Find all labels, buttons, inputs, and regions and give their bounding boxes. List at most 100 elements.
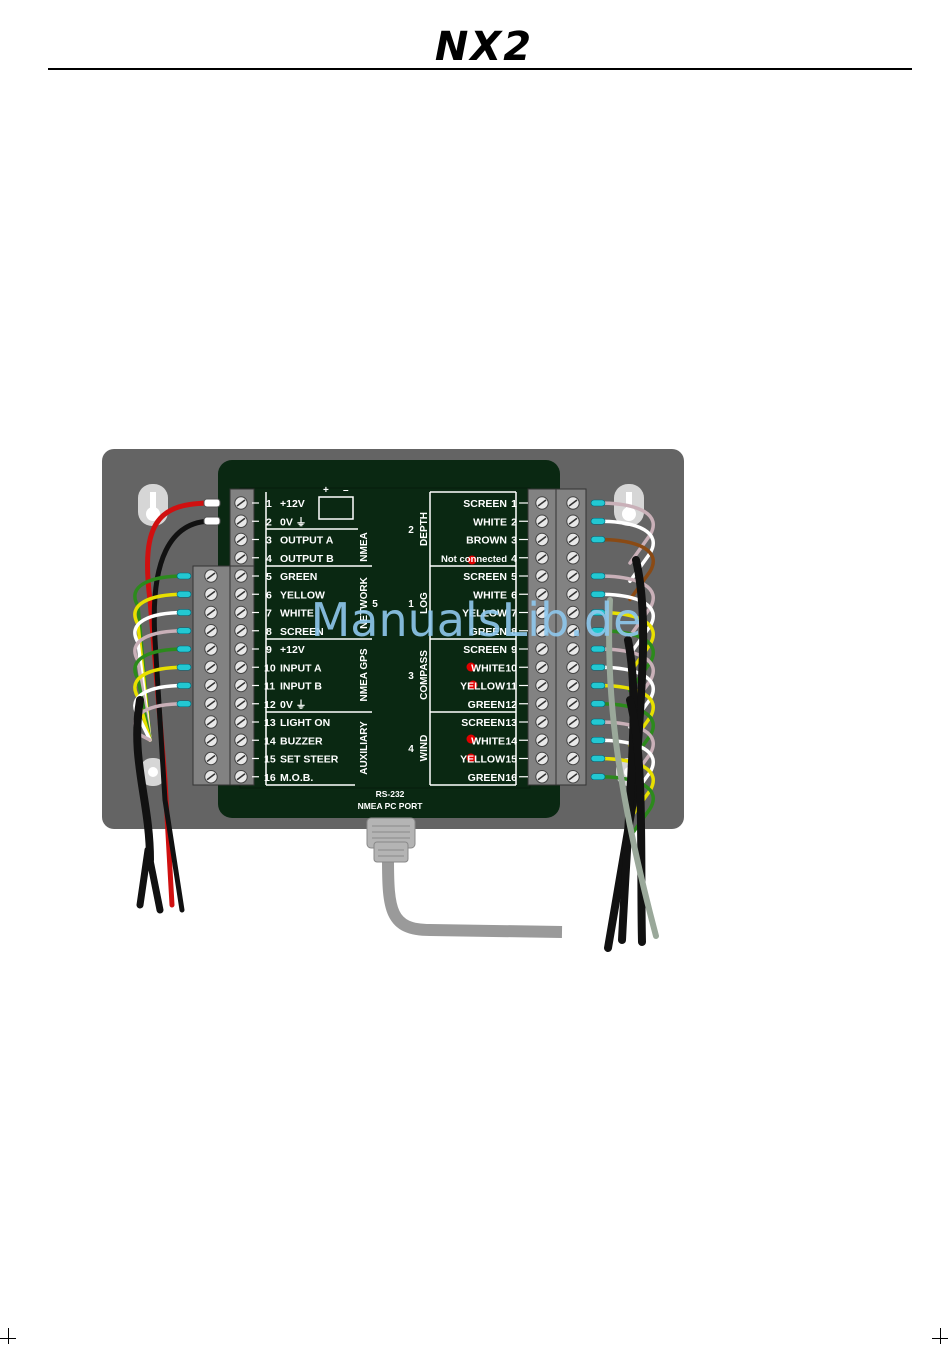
watermark: ManualsLib.de — [311, 593, 642, 647]
terminal-number: 7 — [266, 608, 272, 620]
left-terminal-3: 3 OUTPUT A — [252, 535, 334, 547]
wire-tip — [176, 700, 192, 708]
left-group-label: NMEA — [359, 532, 370, 561]
terminal-number: 1 — [266, 498, 272, 510]
terminal-number: 10 — [264, 662, 276, 674]
terminal-label: SCREEN — [461, 717, 505, 729]
terminal-label: WHITE — [280, 608, 314, 620]
terminal-number: 4 — [511, 553, 517, 565]
wire-tip — [590, 536, 606, 543]
terminal-label: SET STEER — [280, 754, 339, 766]
right-group-number: 1 — [408, 599, 414, 610]
wire-tip — [203, 516, 221, 526]
terminal-label: WHITE — [473, 516, 507, 528]
terminal-number: 7 — [511, 608, 517, 620]
wire-tip — [590, 718, 606, 726]
terminal-label: YELLOW — [460, 754, 505, 766]
right-separators — [429, 491, 517, 786]
terminal-number: 3 — [266, 535, 272, 547]
terminal-label: OUTPUT A — [280, 535, 334, 547]
right-signal-wire — [596, 537, 655, 602]
terminal-strip — [229, 565, 255, 786]
terminal-strip — [192, 565, 231, 786]
terminal-number: 12 — [505, 699, 517, 711]
cable-end — [146, 856, 164, 914]
crop-mark — [932, 1338, 948, 1339]
left-terminal-7: 7 WHITE — [252, 608, 314, 620]
terminal-label: GREEN — [468, 699, 505, 711]
wire-tip — [590, 700, 606, 708]
terminal-label: 0V ⏚ — [280, 516, 306, 528]
right-terminal-9: 9 SCREEN — [463, 644, 528, 656]
terminal-label: M.O.B. — [280, 772, 313, 784]
right-terminal-blocks — [527, 488, 587, 786]
wire-tip — [590, 736, 606, 744]
left-terminal-10: 10 INPUT A — [252, 662, 322, 674]
right-group-number: 3 — [408, 671, 414, 682]
wire-tip — [590, 682, 606, 689]
left-terminal-15: 15 SET STEER — [252, 754, 339, 766]
terminal-label: INPUT A — [280, 662, 322, 674]
terminal-label: WHITE — [473, 589, 507, 601]
wire-tip — [590, 663, 606, 671]
terminal-label: SCREEN — [463, 644, 507, 656]
wire-tip — [590, 627, 606, 635]
terminal-label: BUZZER — [280, 735, 323, 747]
terminal-label: BROWN — [466, 535, 507, 547]
terminal-number: 11 — [264, 681, 275, 693]
terminal-label: SCREEN — [280, 626, 324, 638]
terminal-number: 9 — [511, 644, 517, 656]
terminal-label: OUTPUT B — [280, 553, 334, 565]
terminal-label: GREEN — [280, 571, 317, 583]
left-group-label: NMEA GPS — [359, 648, 370, 701]
terminal-number: 14 — [264, 735, 276, 747]
logo-text: NX2 — [435, 26, 533, 66]
wire-tip — [590, 517, 606, 525]
terminal-label: 0V ⏚ — [280, 699, 306, 711]
left-terminal-1: 1+12V — [252, 498, 305, 510]
terminal-label: YELLOW — [280, 589, 325, 601]
right-cable-grey — [606, 597, 659, 939]
terminal-number: 12 — [264, 699, 276, 711]
terminal-number: 15 — [264, 754, 276, 766]
terminal-number: 1 — [511, 498, 517, 510]
terminal-label: GREEN — [468, 772, 505, 784]
terminal-number: 6 — [511, 589, 517, 601]
terminal-number: 2 — [511, 516, 517, 528]
wire-tip — [590, 572, 606, 580]
right-group-label: LOG — [419, 592, 430, 614]
right-group-number: 2 — [408, 525, 414, 536]
terminal-label: WHITE — [471, 662, 505, 674]
terminal-label: YELLOW — [462, 608, 507, 620]
left-separators — [265, 492, 372, 786]
terminal-number: 13 — [505, 717, 517, 729]
wire-tip — [590, 773, 606, 781]
left-cable — [133, 696, 154, 864]
terminal-label: WHITE — [471, 735, 505, 747]
terminal-number: 16 — [264, 772, 276, 784]
crop-mark — [8, 1328, 9, 1344]
power-wire-black — [151, 518, 215, 913]
right-group-label: COMPASS — [419, 650, 430, 700]
wire-tip — [590, 609, 606, 616]
terminal-number: 13 — [264, 717, 276, 729]
right-cable — [618, 636, 638, 944]
right-terminal-6: 6 WHITE — [473, 589, 528, 601]
terminal-number: 8 — [511, 626, 517, 638]
right-cable — [626, 696, 646, 946]
left-group-number: 5 — [372, 599, 378, 610]
port-label-line2: NMEA PC PORT — [358, 801, 424, 811]
wire-tip — [590, 499, 606, 507]
